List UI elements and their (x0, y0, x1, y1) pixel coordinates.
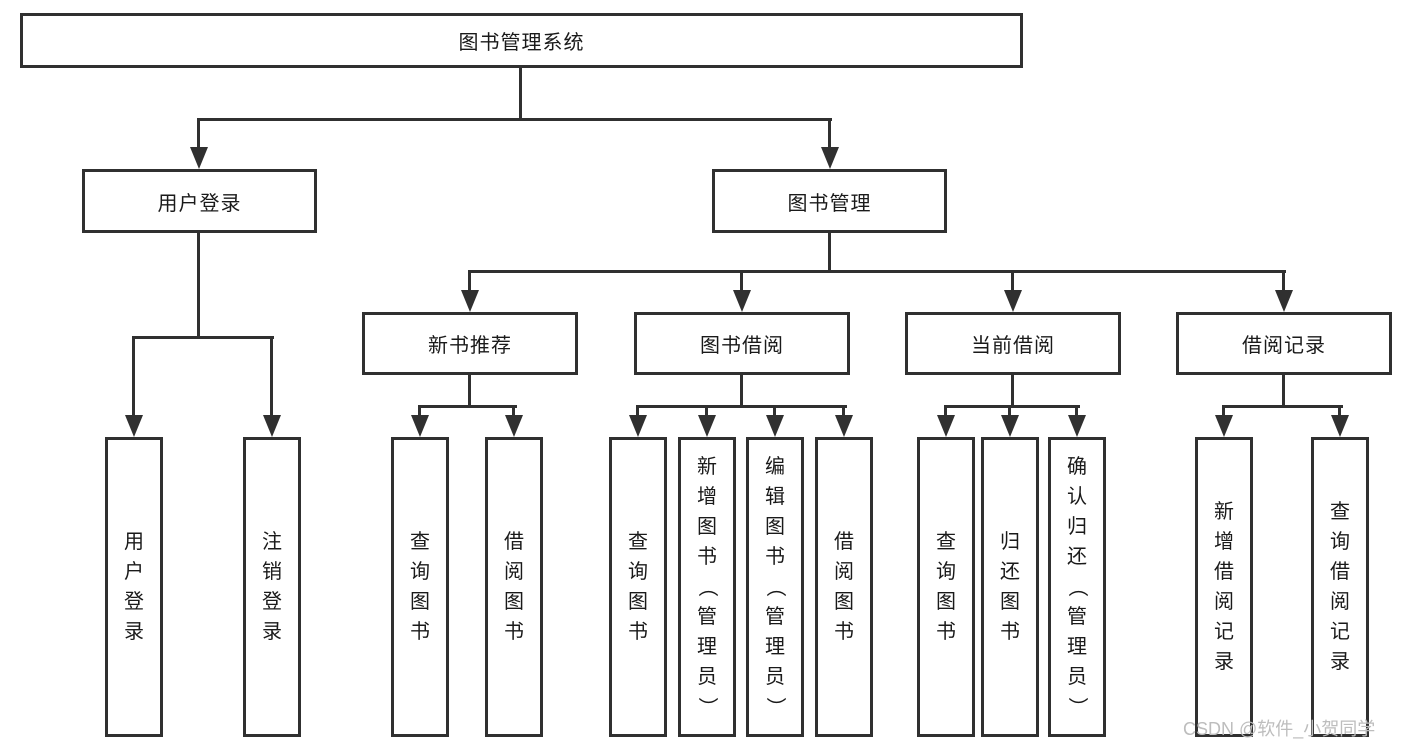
leaf-query-books-3: 查询图书 (917, 437, 975, 737)
leaf-label: 借阅图书 (834, 531, 854, 643)
arrowhead-down-icon (835, 415, 853, 437)
leaf-label: 新增图书（管理员） (696, 456, 718, 717)
arrowhead-down-icon (821, 147, 839, 169)
leaf-query-books-1: 查询图书 (391, 437, 449, 737)
connector-line (197, 118, 200, 149)
connector-line (1011, 270, 1014, 290)
arrowhead-down-icon (937, 415, 955, 437)
node-current-borrowing: 当前借阅 (905, 312, 1121, 375)
node-root-library-system: 图书管理系统 (20, 13, 1023, 68)
leaf-label: 新增借阅记录 (1214, 501, 1234, 673)
arrowhead-down-icon (190, 147, 208, 169)
leaf-label: 查询借阅记录 (1330, 501, 1350, 673)
arrowhead-down-icon (1068, 415, 1086, 437)
csdn-watermark: CSDN @软件_小贺同学 (1183, 719, 1376, 739)
arrowhead-down-icon (1004, 290, 1022, 312)
leaf-query-borrow-record: 查询借阅记录 (1311, 437, 1369, 737)
arrowhead-down-icon (1215, 415, 1233, 437)
connector-borrow-record-bus (1222, 405, 1343, 408)
leaf-label: 确认归还（管理员） (1066, 456, 1088, 717)
connector-root-bus (197, 118, 832, 121)
arrowhead-down-icon (698, 415, 716, 437)
arrowhead-down-icon (1275, 290, 1293, 312)
node-label: 新书推荐 (428, 335, 512, 357)
node-label: 图书管理 (787, 192, 872, 215)
connector-current-borrow-stem (1011, 375, 1014, 405)
node-label: 借阅记录 (1242, 335, 1326, 357)
connector-user-login-bus (132, 336, 274, 339)
node-book-borrowing: 图书借阅 (634, 312, 850, 375)
node-label: 图书借阅 (700, 335, 784, 357)
connector-line (828, 118, 831, 149)
connector-book-mgmt-stem (828, 233, 831, 270)
leaf-edit-books-admin: 编辑图书（管理员） (746, 437, 804, 737)
connector-line (1338, 405, 1341, 415)
arrowhead-down-icon (411, 415, 429, 437)
node-label: 用户登录 (157, 192, 242, 215)
arrowhead-down-icon (1001, 415, 1019, 437)
leaf-borrow-books-1: 借阅图书 (485, 437, 543, 737)
connector-borrow-record-stem (1282, 375, 1285, 405)
node-book-management: 图书管理 (712, 169, 947, 233)
arrowhead-down-icon (505, 415, 523, 437)
arrowhead-down-icon (461, 290, 479, 312)
connector-line (740, 270, 743, 290)
connector-line (418, 405, 421, 415)
leaf-label: 查询图书 (410, 531, 430, 643)
node-label: 图书管理系统 (458, 32, 585, 54)
node-user-login: 用户登录 (82, 169, 317, 233)
leaf-label: 归还图书 (1000, 531, 1020, 643)
leaf-label: 借阅图书 (504, 531, 524, 643)
leaf-add-books-admin: 新增图书（管理员） (678, 437, 736, 737)
connector-line (636, 405, 639, 415)
connector-line (1075, 405, 1078, 415)
leaf-add-borrow-record: 新增借阅记录 (1195, 437, 1253, 737)
node-new-book-recommend: 新书推荐 (362, 312, 578, 375)
connector-line (1222, 405, 1225, 415)
connector-line (944, 405, 947, 415)
connector-line (468, 270, 471, 290)
leaf-label: 用户登录 (124, 531, 144, 643)
leaf-label: 编辑图书（管理员） (764, 456, 786, 717)
node-label: 当前借阅 (971, 335, 1055, 357)
arrowhead-down-icon (1331, 415, 1349, 437)
leaf-label: 注销登录 (262, 531, 282, 643)
connector-line (773, 405, 776, 415)
leaf-label: 查询图书 (628, 531, 648, 643)
arrowhead-down-icon (125, 415, 143, 437)
node-borrowing-records: 借阅记录 (1176, 312, 1392, 375)
connector-line (512, 405, 515, 415)
leaf-return-books: 归还图书 (981, 437, 1039, 737)
connector-book-borrow-stem (740, 375, 743, 405)
arrowhead-down-icon (629, 415, 647, 437)
connector-line (1282, 270, 1285, 290)
connector-user-login-stem (197, 233, 200, 336)
leaf-logout: 注销登录 (243, 437, 301, 737)
arrowhead-down-icon (766, 415, 784, 437)
connector-line (132, 336, 135, 415)
leaf-confirm-return-admin: 确认归还（管理员） (1048, 437, 1106, 737)
arrowhead-down-icon (263, 415, 281, 437)
arrowhead-down-icon (733, 290, 751, 312)
leaf-user-login: 用户登录 (105, 437, 163, 737)
connector-new-book-bus (418, 405, 517, 408)
connector-new-book-stem (468, 375, 471, 405)
leaf-borrow-books-2: 借阅图书 (815, 437, 873, 737)
leaf-label: 查询图书 (936, 531, 956, 643)
leaf-query-books-2: 查询图书 (609, 437, 667, 737)
connector-root-stem (519, 68, 522, 118)
connector-line (705, 405, 708, 415)
connector-line (270, 336, 273, 415)
connector-line (842, 405, 845, 415)
connector-line (1008, 405, 1011, 415)
connector-book-borrow-bus (636, 405, 847, 408)
connector-current-borrow-bus (944, 405, 1080, 408)
connector-book-mgmt-bus (468, 270, 1286, 273)
